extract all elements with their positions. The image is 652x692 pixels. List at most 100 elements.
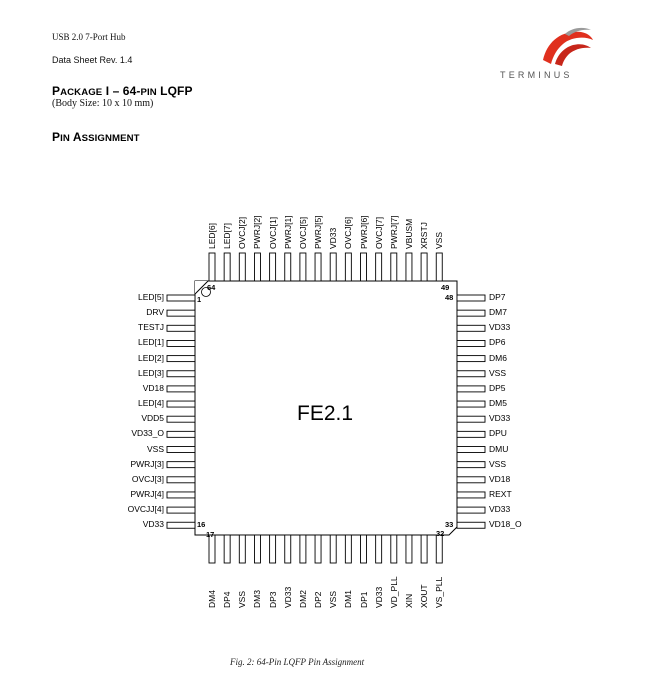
pin-label-left: VDD5	[141, 413, 164, 424]
pin-label-left: TESTJ	[138, 322, 164, 333]
pin-bottom-1	[208, 534, 216, 564]
pin-top-4	[253, 252, 261, 282]
pin-left-10	[166, 430, 196, 438]
pin-top-14	[405, 252, 413, 282]
pin-label-top: OVCJ[1]	[267, 216, 278, 249]
pin-label-top: OVCJ[2]	[237, 216, 248, 249]
pin-label-right: DM7	[489, 307, 507, 318]
pin-label-bottom: DM3	[252, 590, 263, 608]
pin-right-6	[456, 370, 486, 378]
pin-left-11	[166, 446, 196, 453]
pin-label-left: DRV	[146, 307, 164, 318]
pin-assignment-title: PIN ASSIGNMENT	[52, 130, 140, 144]
pin-label-top: LED[6]	[207, 223, 217, 249]
pin-right-13	[456, 476, 486, 484]
pin-bottom-15	[420, 534, 428, 564]
pin-label-right: VD33	[489, 322, 511, 333]
pin-right-7	[456, 385, 486, 393]
pin-label-left: PWRJ[4]	[130, 488, 164, 499]
pin-label-right: DM5	[489, 398, 507, 409]
pin-label-top: PWRJ[5]	[313, 215, 324, 249]
pin-label-right: VSS	[489, 367, 507, 378]
pin-label-right: VD33	[489, 504, 511, 515]
pin-label-bottom: VD33	[373, 586, 384, 608]
pin-label-left: OVCJJ[4]	[127, 504, 164, 515]
pin-label-top: PWRJ[7]	[388, 215, 399, 249]
figure-caption: Fig. 2: 64-Pin LQFP Pin Assignment	[230, 657, 365, 667]
pin-label-bottom: DP3	[267, 591, 278, 608]
pin-bottom-9	[329, 534, 337, 564]
pin-label-left: VD18	[142, 382, 164, 393]
pin-top-6	[284, 252, 292, 282]
pin-label-right: DMU	[489, 443, 509, 454]
pin-label-top: VD33	[328, 227, 339, 249]
pin-top-10	[344, 252, 352, 282]
pin-label-bottom: DP4	[222, 591, 233, 608]
pin-bottom-2	[223, 534, 231, 564]
pin-label-bottom: VS_PLL	[434, 576, 445, 608]
pin-label-right: VSS	[489, 458, 507, 469]
pin-right-16	[456, 521, 486, 529]
pin-top-12	[375, 252, 383, 282]
pin-label-right: DM6	[489, 352, 507, 363]
pin-label-top: XRSTJ	[419, 222, 430, 249]
pin-top-1	[208, 252, 216, 282]
pin-right-1	[456, 294, 486, 302]
pin-top-15	[420, 252, 428, 282]
pin-label-bottom: VSS	[237, 590, 248, 608]
pin-label-left: LED[2]	[138, 352, 164, 363]
pin-left-4	[166, 340, 196, 347]
pin-label-left: LED[1]	[138, 337, 164, 348]
pin-number-16: 16	[197, 520, 206, 529]
pin-left-5	[166, 355, 196, 363]
pin-label-left: OVCJ[3]	[131, 473, 164, 484]
pin-label-top: PWRJ[6]	[358, 215, 369, 249]
pin-bottom-14	[405, 534, 413, 564]
pin-top-11	[360, 252, 367, 282]
pin-right-4	[456, 340, 486, 347]
pin-right-11	[456, 446, 486, 453]
pin-label-bottom: DP1	[358, 591, 369, 608]
pin-top-16	[435, 252, 443, 282]
pin-right-12	[456, 461, 486, 469]
pin-right-2	[456, 309, 486, 317]
pin-bottom-5	[269, 534, 277, 564]
pin-number-48: 48	[445, 293, 454, 302]
pin-bottom-8	[314, 534, 322, 564]
pin-right-3	[456, 324, 486, 332]
pin-top-7	[299, 252, 307, 282]
pin-bottom-6	[284, 534, 292, 564]
pin-label-right: VD18	[489, 473, 511, 484]
pin-label-left: LED[3]	[138, 367, 164, 378]
pin-label-right: DPU	[489, 428, 507, 439]
pin-number-17: 17	[206, 530, 215, 539]
pin-label-left: LED[5]	[138, 292, 164, 302]
pin-left-3	[166, 324, 196, 332]
pin-bottom-13	[390, 534, 398, 564]
pin-label-top: OVCJ[7]	[373, 216, 384, 249]
pin-bottom-3	[238, 534, 246, 564]
pin-label-bottom: DP2	[313, 591, 324, 608]
pin-left-8	[166, 400, 196, 408]
pin-label-top: OVCJ[5]	[297, 216, 308, 249]
pin-label-right: VD18_O	[489, 519, 522, 530]
pin-label-bottom: XIN	[403, 593, 414, 608]
pin-right-8	[456, 400, 486, 408]
pin-number-33: 33	[445, 520, 454, 529]
pin-label-bottom: DM1	[343, 590, 354, 608]
pin-label-right: DP6	[489, 337, 506, 348]
pin-label-bottom: DM4	[207, 590, 217, 608]
pin-label-left: VD33	[142, 519, 164, 530]
pin-label-top: VBUSM	[403, 218, 414, 249]
pin-label-left: LED[4]	[138, 398, 164, 409]
pin-top-13	[390, 252, 398, 282]
pin-label-top: OVCJ[6]	[343, 216, 354, 249]
pin-right-5	[456, 355, 486, 363]
pin-label-bottom: VD33	[282, 586, 293, 608]
pin-left-15	[166, 506, 196, 514]
pin-top-8	[314, 252, 322, 282]
product-name: USB 2.0 7-Port Hub	[52, 32, 126, 42]
pin-right-9	[456, 415, 486, 423]
pin-left-7	[166, 385, 196, 393]
